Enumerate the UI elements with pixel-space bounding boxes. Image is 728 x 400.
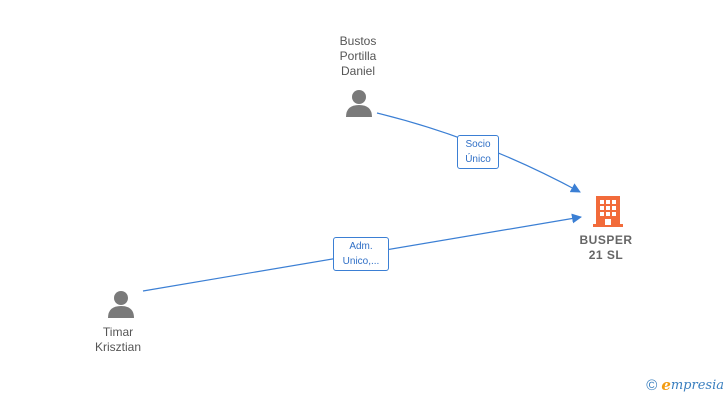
edge-label-adm-unico[interactable]: Adm. Unico,...: [333, 237, 389, 271]
brand-name: mpresia: [670, 377, 724, 393]
building-icon[interactable]: [592, 194, 624, 228]
person-top-label[interactable]: Bustos Portilla Daniel: [339, 34, 377, 78]
brand-footer: © e mpresia: [646, 376, 724, 394]
brand-initial: e: [661, 376, 671, 394]
person-bottom-label[interactable]: Timar Krisztian: [94, 325, 141, 354]
company-label[interactable]: BUSPER 21 SL: [579, 233, 633, 262]
edge-label-socio-unico[interactable]: Socio Único: [457, 135, 499, 169]
person-top-icon[interactable]: [344, 88, 374, 118]
copyright-icon: ©: [646, 376, 658, 394]
person-bottom-icon[interactable]: [106, 289, 136, 319]
